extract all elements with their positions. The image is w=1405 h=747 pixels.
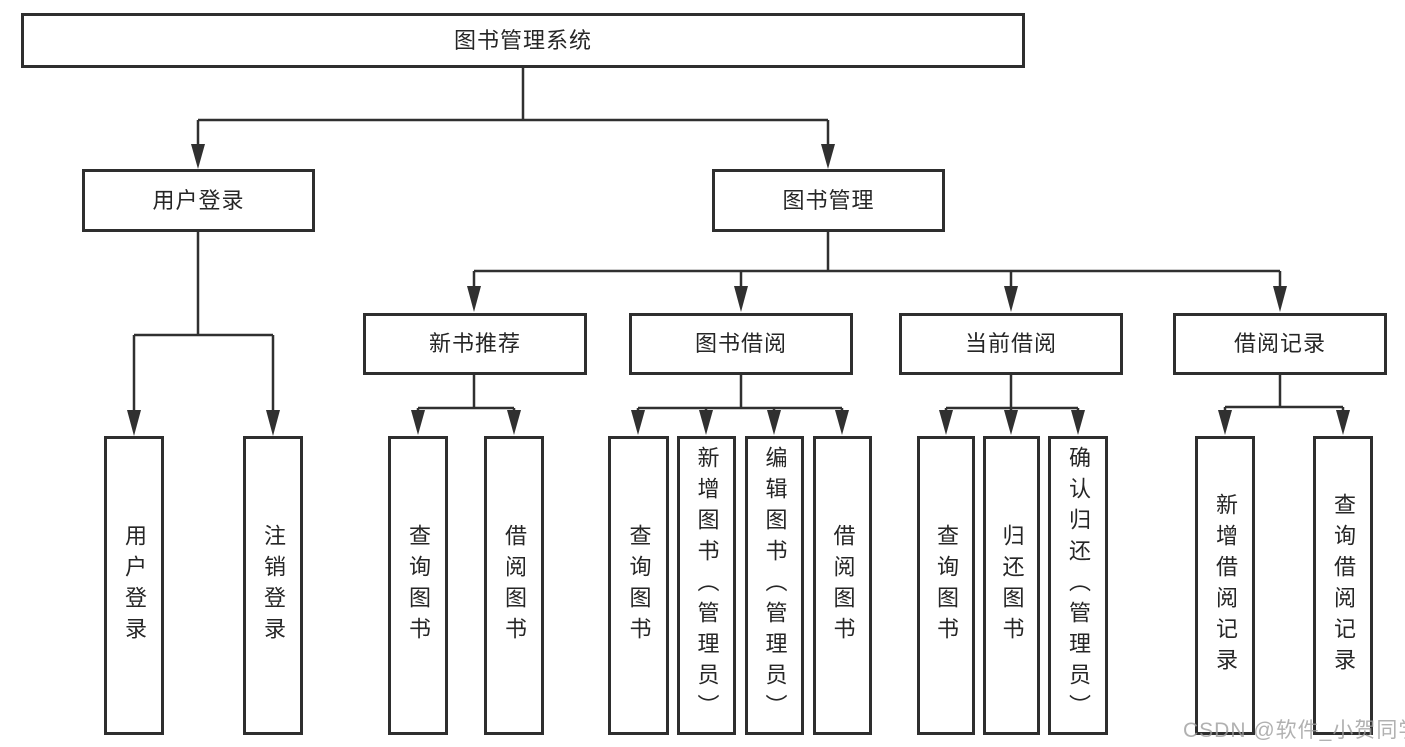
- leaf-add-borrow-record-label: 新增借阅记录: [1213, 492, 1238, 679]
- connector-book-management-to-level3: [472, 232, 1282, 287]
- leaf-query-book-recommend-label: 查询图书: [406, 523, 431, 648]
- node-root: 图书管理系统: [21, 13, 1025, 68]
- node-book-borrow: 图书借阅: [629, 313, 853, 375]
- node-book-management-label: 图书管理: [782, 187, 875, 213]
- node-new-book-recommend-label: 新书推荐: [428, 331, 521, 356]
- leaf-edit-book-admin-label: 编辑图书（管理员）: [762, 446, 788, 725]
- leaf-return-book: 归还图书: [983, 436, 1040, 735]
- leaf-add-book-admin: 新增图书（管理员）: [677, 436, 736, 735]
- leaf-query-book-borrow-label: 查询图书: [626, 523, 652, 648]
- leaf-return-book-label: 归还图书: [999, 523, 1025, 648]
- leaf-borrow-book-borrow: 借阅图书: [813, 436, 872, 735]
- node-user-login: 用户登录: [82, 169, 315, 232]
- connector-user-login-to-leaves: [132, 232, 275, 411]
- leaf-query-book-current-label: 查询图书: [934, 523, 959, 648]
- leaf-confirm-return-admin-label: 确认归还（管理员）: [1066, 446, 1091, 725]
- csdn-watermark: CSDN @软件_小贺同学: [1183, 719, 1405, 742]
- leaf-borrow-book-recommend-label: 借阅图书: [502, 523, 527, 648]
- node-current-borrow-label: 当前借阅: [964, 331, 1057, 356]
- leaf-query-book-borrow: 查询图书: [608, 436, 669, 735]
- node-borrow-records: 借阅记录: [1173, 313, 1387, 375]
- leaf-query-book-current: 查询图书: [917, 436, 975, 735]
- connector-current-borrow-to-leaves: [944, 375, 1080, 411]
- node-root-label: 图书管理系统: [453, 27, 592, 53]
- leaf-edit-book-admin: 编辑图书（管理员）: [745, 436, 804, 735]
- connector-root-to-level2: [196, 68, 830, 144]
- leaf-user-login: 用户登录: [104, 436, 164, 735]
- node-user-login-label: 用户登录: [152, 187, 245, 213]
- leaf-add-borrow-record: 新增借阅记录: [1195, 436, 1255, 735]
- leaf-query-book-recommend: 查询图书: [388, 436, 448, 735]
- leaf-confirm-return-admin: 确认归还（管理员）: [1048, 436, 1108, 735]
- leaf-query-borrow-record-label: 查询借阅记录: [1331, 492, 1356, 679]
- leaf-logout-label: 注销登录: [261, 523, 286, 648]
- node-book-borrow-label: 图书借阅: [694, 331, 787, 356]
- leaf-query-borrow-record: 查询借阅记录: [1313, 436, 1373, 735]
- node-book-management: 图书管理: [712, 169, 945, 232]
- leaf-add-book-admin-label: 新增图书（管理员）: [694, 446, 720, 725]
- node-new-book-recommend: 新书推荐: [363, 313, 587, 375]
- connector-new-book-recommend-to-leaves: [416, 375, 516, 411]
- leaf-borrow-book-recommend: 借阅图书: [484, 436, 544, 735]
- leaf-user-login-label: 用户登录: [122, 523, 147, 648]
- node-current-borrow: 当前借阅: [899, 313, 1123, 375]
- connector-book-borrow-to-leaves: [636, 375, 844, 411]
- arrowheads: [127, 144, 1350, 436]
- node-borrow-records-label: 借阅记录: [1233, 331, 1326, 356]
- connector-borrow-records-to-leaves: [1223, 375, 1345, 411]
- leaf-logout: 注销登录: [243, 436, 303, 735]
- leaf-borrow-book-borrow-label: 借阅图书: [830, 523, 856, 648]
